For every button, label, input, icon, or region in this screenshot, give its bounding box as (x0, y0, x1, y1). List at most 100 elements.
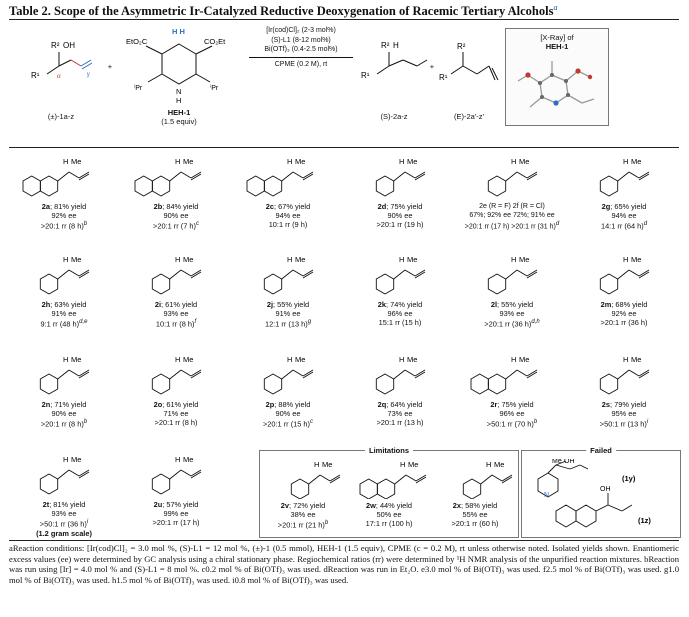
svg-text:Me: Me (494, 460, 504, 469)
svg-text:Me: Me (519, 157, 529, 166)
svg-text:H: H (399, 255, 404, 264)
svg-text:ⁱPr: ⁱPr (134, 84, 143, 92)
svg-text:Me: Me (322, 460, 332, 469)
svg-text:ⁱPr: ⁱPr (210, 84, 219, 92)
svg-text:Me: Me (295, 355, 305, 364)
plus-sign: + (107, 62, 113, 71)
svg-text:H: H (486, 460, 491, 469)
entry-id: 2t (42, 500, 50, 509)
entry-id: 2k (377, 300, 387, 309)
svg-text:Me: Me (183, 255, 193, 264)
svg-text:H: H (393, 41, 399, 50)
failed-1z: (1z) (638, 516, 651, 525)
entry-id: 2q (377, 400, 387, 409)
svg-text:Me: Me (407, 355, 417, 364)
xray-title: [X-Ray] of (540, 33, 574, 42)
svg-text:R¹: R¹ (439, 73, 448, 82)
failed-box: Failed N Me OH (1y) OH (1z) (521, 446, 681, 538)
svg-text:α: α (57, 72, 61, 80)
side-product-structure: R² R¹ (439, 42, 499, 82)
svg-text:OH: OH (564, 459, 575, 465)
svg-text:H: H (623, 157, 628, 166)
svg-text:H: H (175, 355, 180, 364)
svg-text:Me: Me (183, 157, 193, 166)
entry-id: 2m (600, 300, 612, 309)
heh-structure: H H CO₂Et EtO₂C N H ⁱPr ⁱPr (126, 27, 226, 104)
svg-text:γ: γ (87, 70, 90, 78)
svg-text:Me: Me (71, 255, 81, 264)
entry-id: 2g (601, 202, 611, 211)
entry-id: 2b (153, 202, 163, 211)
svg-text:N: N (176, 87, 181, 96)
xray-compound: HEH-1 (545, 42, 569, 51)
svg-text:H: H (399, 355, 404, 364)
failed-label: Failed (586, 446, 616, 455)
scheme-rule (9, 147, 679, 148)
svg-text:CO₂Et: CO₂Et (204, 37, 226, 46)
svg-text:H: H (63, 157, 68, 166)
entry-id: 2n (41, 400, 51, 409)
svg-text:Me: Me (631, 255, 641, 264)
svg-text:Me: Me (407, 157, 417, 166)
svg-text:OH: OH (63, 41, 75, 50)
svg-text:R²: R² (381, 41, 390, 50)
reaction-conditions: [Ir(cod)Cl]₂ (2-3 mol%) (S)-L1 (8-12 mol… (249, 26, 353, 69)
svg-text:H: H (511, 255, 516, 264)
svg-text:EtO₂C: EtO₂C (126, 37, 148, 46)
failed-structures: N Me OH (1y) OH (1z) (537, 459, 651, 528)
svg-text:Me: Me (631, 355, 641, 364)
entry-id: 2u (153, 500, 163, 509)
svg-text:H: H (511, 355, 516, 364)
entry-id: 2c (265, 202, 275, 211)
heh-label: HEH-1 (167, 108, 191, 117)
entry-id: 2d (377, 202, 387, 211)
heh-equiv: (1.5 equiv) (161, 117, 197, 126)
failed-1y: (1y) (622, 474, 636, 483)
svg-text:Me: Me (519, 255, 529, 264)
svg-text:H: H (176, 96, 181, 104)
svg-text:H: H (623, 355, 628, 364)
svg-text:OH: OH (600, 486, 611, 493)
svg-text:Me: Me (519, 355, 529, 364)
plus-sign-2: + (429, 62, 435, 71)
footnote-text: aReaction conditions: [Ir(cod)Cl]₂ = 3.0… (9, 543, 679, 585)
product-label: (S)-2a-z (380, 112, 408, 121)
svg-text:Me: Me (631, 157, 641, 166)
svg-text:H: H (63, 355, 68, 364)
entry-id: 2r (490, 400, 498, 409)
